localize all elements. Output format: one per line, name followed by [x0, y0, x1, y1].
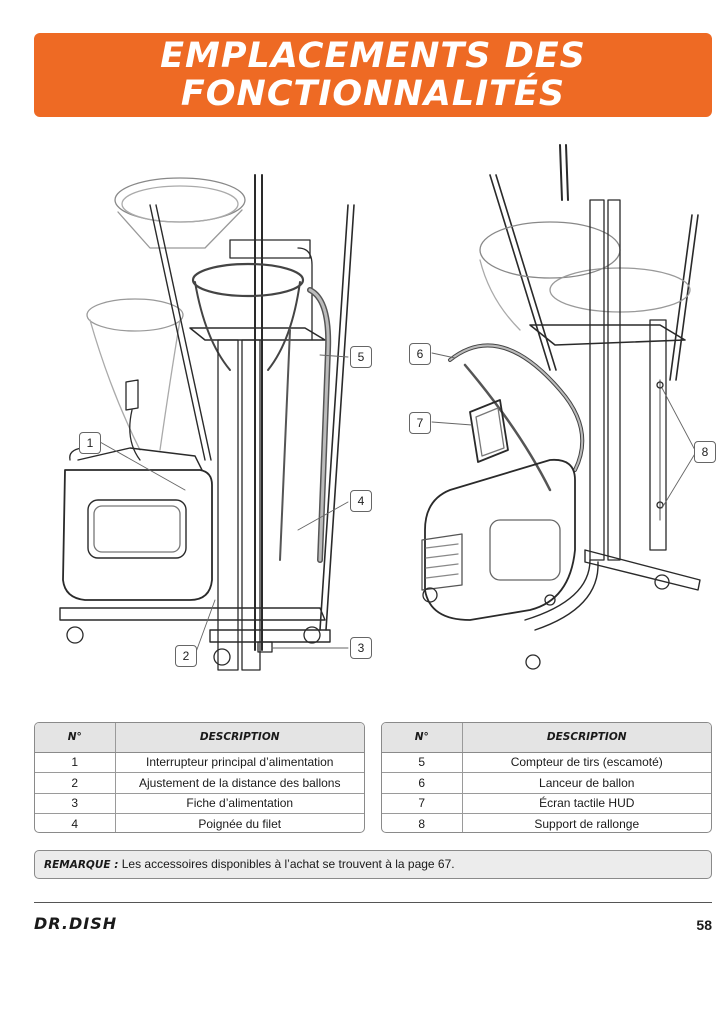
title-banner: EMPLACEMENTS DES FONCTIONNALITÉS	[34, 33, 712, 117]
note-label: REMARQUE :	[44, 859, 119, 871]
feature-table-right: N° DESCRIPTION 5 Compteur de tirs (escam…	[381, 722, 712, 833]
rear-view-machine	[421, 144, 701, 670]
callout-6: 6	[409, 343, 431, 365]
table-row: 7 Écran tactile HUD	[382, 792, 711, 814]
row-description: Ajustement de la distance des ballons	[115, 772, 364, 793]
row-num: 2	[35, 772, 116, 793]
table-row: 6 Lanceur de ballon	[382, 772, 711, 793]
row-description: Poignée du filet	[115, 813, 364, 832]
callout-5: 5	[350, 346, 372, 368]
row-description: Compteur de tirs (escamoté)	[510, 755, 663, 770]
row-description: Support de rallonge	[462, 813, 711, 832]
brand-logo: DR.DISH	[34, 914, 118, 933]
row-num: 7	[382, 792, 463, 814]
front-view-machine	[59, 174, 355, 671]
row-num: 5	[382, 752, 463, 773]
header-num: N°	[382, 723, 463, 753]
row-num: 4	[35, 813, 116, 832]
callout-8: 8	[694, 441, 716, 463]
page-title-line-2: FONCTIONNALITÉS	[180, 74, 566, 114]
row-description: Écran tactile HUD	[462, 792, 711, 814]
page-number: 58	[696, 917, 712, 933]
row-description: Lanceur de ballon	[462, 772, 711, 793]
callout-4: 4	[350, 490, 372, 512]
note-box: REMARQUE : Les accessoires disponibles à…	[34, 850, 712, 879]
table-row: 4 Poignée du filet	[35, 813, 364, 832]
table-row: 8 Support de rallonge	[382, 813, 711, 832]
callout-1: 1	[79, 432, 101, 454]
row-num: 8	[382, 813, 463, 832]
row-num: 3	[35, 792, 116, 814]
callout-3: 3	[350, 637, 372, 659]
note-text: Les accessoires disponibles à l’achat se…	[118, 857, 455, 871]
header-description: DESCRIPTION	[462, 723, 711, 753]
row-num: 1	[35, 752, 116, 773]
header-description: DESCRIPTION	[115, 723, 364, 753]
table-row: 2 Ajustement de la distance des ballons	[35, 772, 364, 793]
machine-illustration	[59, 144, 701, 671]
row-description: Interrupteur principal d’alimentation	[146, 755, 334, 770]
row-description: Fiche d’alimentation	[115, 792, 364, 814]
callout-7: 7	[409, 412, 431, 434]
page-title-line-1: EMPLACEMENTS DES	[160, 36, 586, 76]
callout-2: 2	[175, 645, 197, 667]
table-row: 1 Interrupteur principal d’alimentation	[35, 752, 364, 773]
row-num: 6	[382, 772, 463, 793]
header-num: N°	[35, 723, 116, 753]
feature-table-left: N° DESCRIPTION 1 Interrupteur principal …	[34, 722, 365, 833]
table-row: 3 Fiche d’alimentation	[35, 792, 364, 814]
footer-divider	[34, 902, 712, 903]
table-row: 5 Compteur de tirs (escamoté)	[382, 752, 711, 773]
